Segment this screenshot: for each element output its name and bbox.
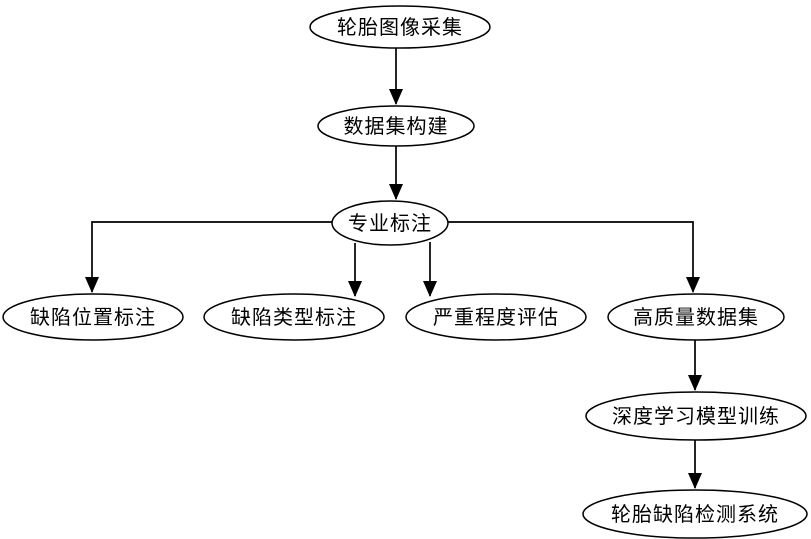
node-dataset-construction: 数据集构建 <box>317 105 475 147</box>
node-dataset-construction-label: 数据集构建 <box>344 115 449 138</box>
edge-annotation-to-hq-dataset <box>448 221 700 293</box>
node-professional-annotation-shape <box>331 200 449 246</box>
edge-annotation-to-location <box>85 221 332 293</box>
node-deep-learning-model-training: 深度学习模型训练 <box>585 391 807 441</box>
node-severity-assessment-label: 严重程度评估 <box>433 306 559 329</box>
node-high-quality-dataset-shape <box>607 293 785 341</box>
node-high-quality-dataset-label: 高质量数据集 <box>633 306 759 329</box>
node-tire-defect-detection-system-shape <box>582 489 808 539</box>
node-defect-location-annotation: 缺陷位置标注 <box>2 293 184 341</box>
node-defect-location-annotation-shape <box>2 293 184 341</box>
edges-layer <box>85 48 702 489</box>
node-defect-type-annotation-label: 缺陷类型标注 <box>231 306 357 329</box>
node-deep-learning-model-training-label: 深度学习模型训练 <box>612 405 780 428</box>
node-professional-annotation-label: 专业标注 <box>348 212 432 235</box>
node-severity-assessment-shape <box>405 293 587 341</box>
node-defect-type-annotation: 缺陷类型标注 <box>203 293 385 341</box>
node-severity-assessment: 严重程度评估 <box>405 293 587 341</box>
node-tire-defect-detection-system: 轮胎缺陷检测系统 <box>582 489 808 539</box>
node-deep-learning-model-training-shape <box>585 391 807 441</box>
node-tire-image-acquisition-shape <box>309 5 491 49</box>
node-professional-annotation: 专业标注 <box>331 200 449 246</box>
node-defect-location-annotation-label: 缺陷位置标注 <box>30 306 156 329</box>
node-tire-image-acquisition: 轮胎图像采集 <box>309 5 491 49</box>
node-tire-defect-detection-system-label: 轮胎缺陷检测系统 <box>611 503 779 526</box>
node-high-quality-dataset: 高质量数据集 <box>607 293 785 341</box>
node-dataset-construction-shape <box>317 105 475 147</box>
node-tire-image-acquisition-label: 轮胎图像采集 <box>337 16 463 39</box>
node-defect-type-annotation-shape <box>203 293 385 341</box>
